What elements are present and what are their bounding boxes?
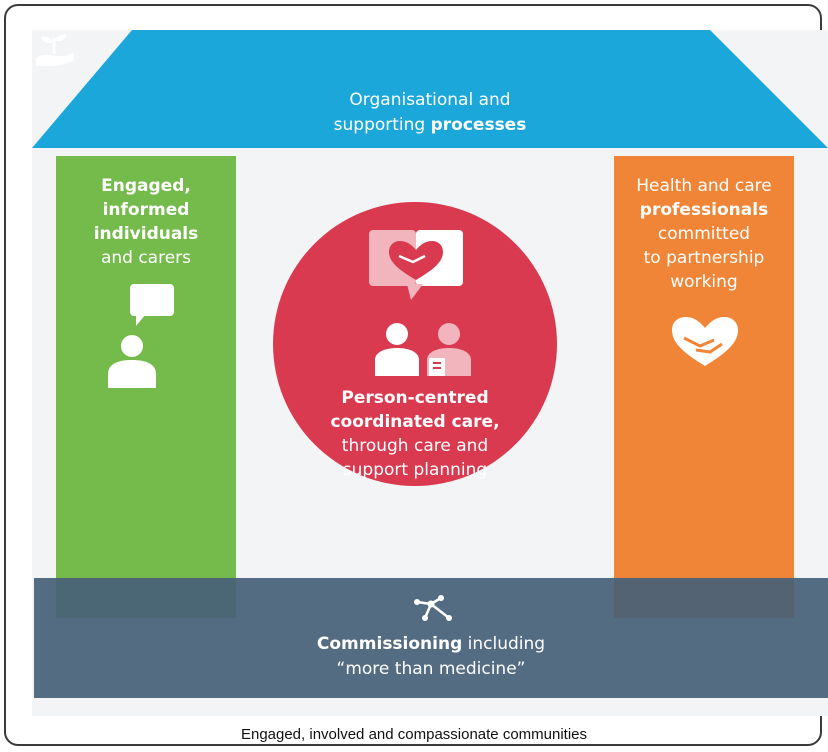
left-bold-3: individuals [93, 224, 199, 244]
left-bold-2: informed [102, 200, 190, 220]
center-bold-1: Person-centred [341, 388, 489, 408]
left-bold-1: Engaged, [101, 176, 191, 196]
roof-line-2-prefix: supporting [333, 115, 431, 135]
base-bold: Commissioning [316, 634, 463, 654]
right-bold: professionals [639, 200, 769, 220]
roof-label: Organisational and supporting processes [132, 88, 728, 138]
right-regular-2: to partnership [643, 248, 765, 268]
center-label: Person-centred coordinated care, through… [293, 386, 537, 482]
person-speech-bubble-icon [108, 284, 174, 388]
roof-line-2: supporting processes [132, 113, 728, 138]
roof-line-1: Organisational and [349, 90, 511, 110]
pillar-individuals: Engaged, informed individuals and carers [56, 156, 236, 618]
roof-processes: Organisational and supporting processes [32, 30, 828, 156]
pillar-professionals-label: Health and care professionals committed … [622, 174, 786, 294]
base-label: Commissioning including “more than medic… [34, 632, 828, 682]
left-regular-1: and carers [100, 248, 192, 268]
pillar-professionals: Health and care professionals committed … [614, 156, 794, 618]
base-commissioning: Commissioning including “more than medic… [34, 578, 828, 698]
footer-caption: Engaged, involved and compassionate comm… [240, 726, 588, 743]
two-people-icon [375, 323, 471, 376]
center-circle: Person-centred coordinated care, through… [273, 202, 557, 486]
roof-shape [32, 30, 828, 148]
network-nodes-icon [414, 595, 452, 621]
base-line-1: Commissioning including [34, 632, 828, 657]
center-regular-2: support planning [342, 460, 488, 480]
pillar-individuals-label: Engaged, informed individuals and carers [64, 174, 228, 270]
center-bold-2: coordinated care, [330, 412, 500, 432]
roof-line-2-bold: processes [430, 115, 527, 135]
base-line-2: “more than medicine” [336, 659, 526, 679]
hand-with-seedling-icon [36, 34, 74, 66]
base-rest: including [462, 634, 546, 654]
handshake-heart-icon [672, 317, 738, 366]
handshake-speech-bubble-icon [369, 230, 463, 300]
right-regular-3: working [670, 272, 738, 292]
center-regular-1: through care and [341, 436, 489, 456]
right-regular-1: committed [657, 224, 751, 244]
right-regular-top: Health and care [636, 176, 772, 196]
